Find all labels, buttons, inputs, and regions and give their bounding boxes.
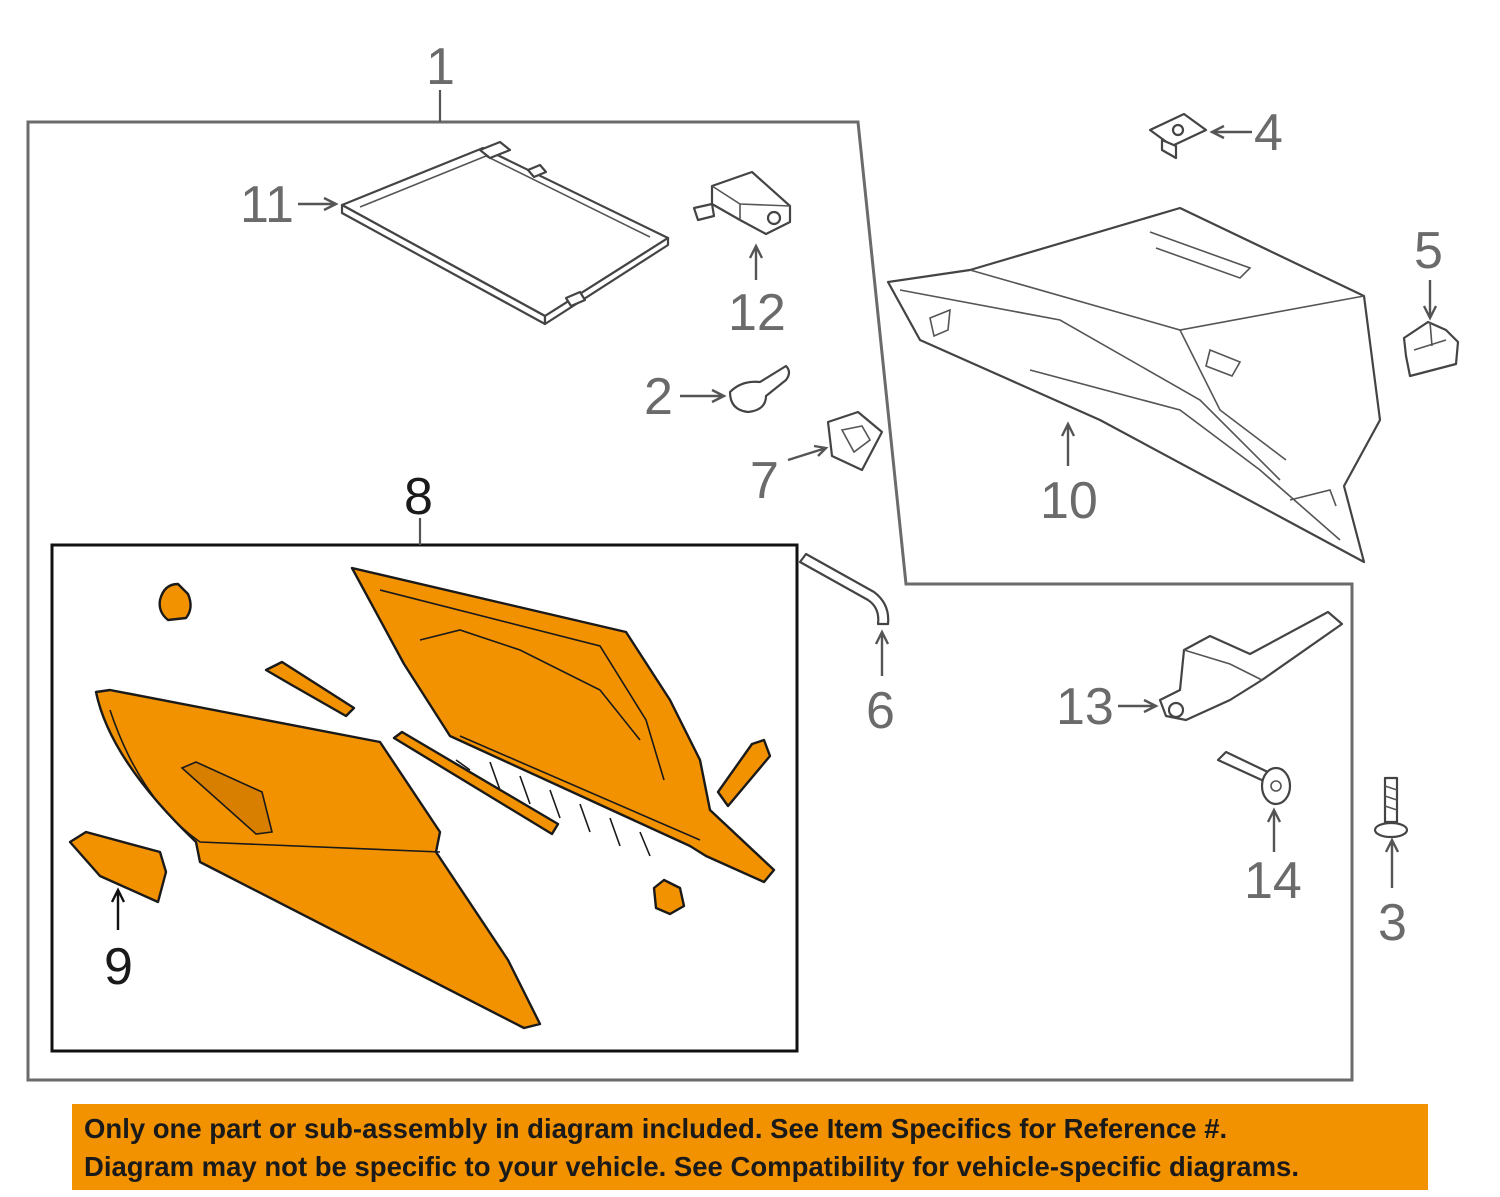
disclaimer-line-2: Diagram may not be specific to your vehi… [84,1151,1299,1182]
disclaimer-banner: Only one part or sub-assembly in diagram… [72,1104,1428,1190]
callout-13: 13 [1056,678,1114,736]
part-4-nut [1148,112,1208,160]
leader-arrows [110,124,1438,930]
assembly-boundary [26,120,1354,1082]
disclaimer-line-1: Only one part or sub-assembly in diagram… [84,1113,1228,1144]
part-6-rod [798,552,890,626]
callout-9: 9 [104,938,133,996]
parts-diagram: 1 11 12 2 7 4 5 10 8 6 13 14 3 9 [26,38,1460,1082]
callout-5: 5 [1414,222,1443,280]
callout-8: 8 [404,468,433,526]
callout-1: 1 [426,38,455,96]
callout-6: 6 [866,682,895,740]
part-2-pin [728,364,791,414]
part-3-bolt [1373,776,1409,839]
callout-4: 4 [1254,104,1283,162]
part-5-bracket [1402,320,1460,378]
part-12-sensor [692,170,792,236]
callout-10: 10 [1040,472,1098,530]
callout-14: 14 [1244,852,1302,910]
callout-3: 3 [1378,894,1407,952]
part-13-hinge [1158,610,1344,722]
subassembly-8-box [50,543,799,1053]
part-8-glovebox-door-assembly [68,566,776,1030]
callout-11: 11 [240,176,294,234]
part-10-housing [886,206,1382,564]
callout-12: 12 [728,284,786,342]
callout-7: 7 [750,452,779,510]
part-14-pin [1216,750,1292,806]
part-7-clip [826,410,884,472]
part-11-tray [340,140,670,326]
callout-2: 2 [644,368,673,426]
